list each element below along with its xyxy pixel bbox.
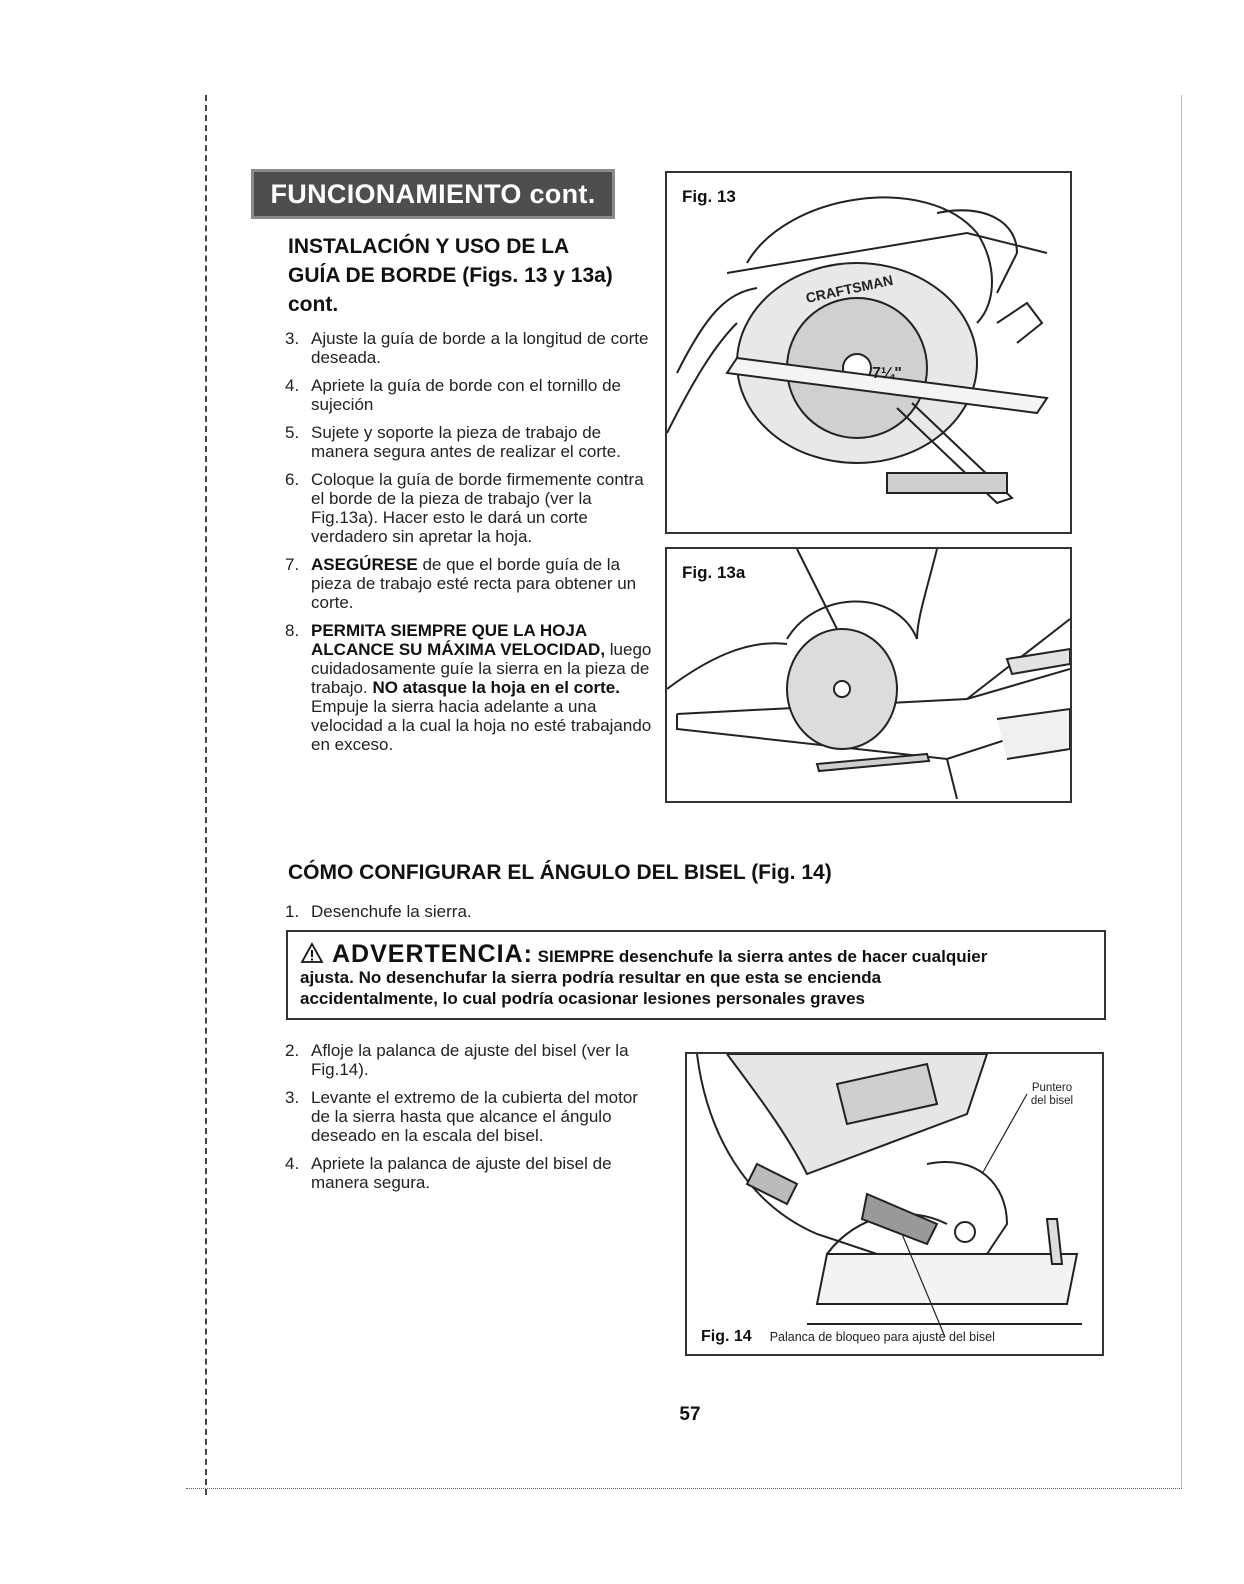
figure-label: Fig. 13a — [679, 563, 749, 583]
cut-line — [205, 95, 207, 1495]
heading-line: INSTALACIÓN Y USO DE LA — [288, 235, 570, 258]
list-item: 4.Apriete la guía de borde con el tornil… — [285, 376, 621, 414]
warning-box: ADVERTENCIA: SIEMPRE desenchufe la sierr… — [286, 930, 1106, 1020]
section-heading-edge-guide: INSTALACIÓN Y USO DE LA GUÍA DE BORDE (F… — [288, 232, 658, 319]
page-number: 57 — [679, 1404, 701, 1425]
warning-text: SIEMPRE desenchufe la sierra antes de ha… — [537, 947, 988, 966]
list-item: 8.PERMITA SIEMPRE QUE LA HOJA ALCANCE SU… — [285, 621, 652, 754]
caption-text: Palanca de bloqueo para ajuste del bisel — [769, 1330, 995, 1344]
list-item: 5.Sujete y soporte la pieza de trabajo d… — [285, 423, 621, 461]
figure-label: Fig. 14 — [701, 1328, 752, 1345]
list-item: 1.Desenchufe la sierra. — [285, 902, 472, 921]
figure-13a: Fig. 13a — [665, 547, 1072, 803]
list-item: 7.ASEGÚRESE de que el borde guía de la p… — [285, 555, 637, 612]
warning-text: accidentalmente, lo cual podría ocasiona… — [300, 989, 866, 1008]
page-edge-bottom — [186, 1488, 1182, 1489]
bevel-adjustment-illustration — [696, 1054, 1082, 1338]
saw-cutting-board-illustration — [667, 549, 1070, 800]
section-heading-bevel: CÓMO CONFIGURAR EL ÁNGULO DEL BISEL (Fig… — [288, 861, 832, 884]
section-banner: FUNCIONAMIENTO cont. — [251, 169, 615, 219]
figure-caption: Fig. 14 Palanca de bloqueo para ajuste de… — [701, 1328, 995, 1346]
bevel-step-1: 1.Desenchufe la sierra. — [285, 902, 657, 930]
list-item: 3.Levante el extremo de la cubierta del … — [285, 1088, 638, 1145]
blade-size-label: 7¼" — [872, 365, 902, 382]
list-item: 3.Ajuste la guía de borde a la longitud … — [285, 329, 649, 367]
warning-text: ajusta. No desenchufar la sierra podría … — [300, 968, 882, 987]
edge-guide-steps: 3.Ajuste la guía de borde a la longitud … — [285, 329, 657, 763]
list-item: 6.Coloque la guía de borde firmemente co… — [285, 470, 644, 546]
bevel-steps: 2.Afloje la palanca de ajuste del bisel … — [285, 1041, 657, 1201]
warning-triangle-icon — [300, 942, 324, 963]
list-item: 4.Apriete la palanca de ajuste del bisel… — [285, 1154, 612, 1192]
bevel-pointer-callout: Puntero del bisel — [1030, 1082, 1074, 1107]
warning-label: ADVERTENCIA: — [332, 940, 533, 968]
circular-saw-illustration: CRAFTSMAN 7¼" — [667, 196, 1049, 505]
list-item: 2.Afloje la palanca de ajuste del bisel … — [285, 1041, 629, 1079]
page-edge-right — [1181, 95, 1182, 1488]
heading-line: GUÍA DE BORDE (Figs. 13 y 13a) — [288, 264, 613, 287]
figure-label: Fig. 13 — [679, 187, 739, 207]
figure-14: Puntero del bisel Fig. 14 Palanca de bloq… — [685, 1052, 1104, 1356]
heading-line: cont. — [288, 293, 339, 316]
figure-13: CRAFTSMAN 7¼" Fig. 13 — [665, 171, 1072, 534]
